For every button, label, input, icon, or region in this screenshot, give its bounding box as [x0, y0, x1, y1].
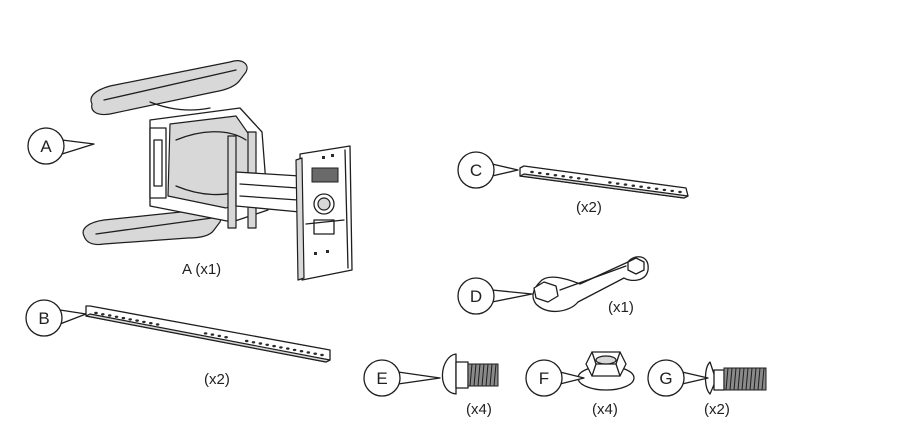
thread-line: [753, 367, 757, 391]
rail-hole: [576, 177, 581, 180]
rail-hole: [678, 190, 682, 194]
callout-e: E: [363, 359, 441, 397]
rail-hole: [569, 176, 573, 179]
rail-hole: [299, 350, 304, 353]
rail-hole: [639, 185, 643, 188]
rail-hole: [286, 347, 290, 350]
thread-line: [493, 363, 497, 387]
svg-text:E: E: [376, 369, 387, 388]
svg-text:B: B: [38, 309, 49, 328]
thread-line: [761, 367, 765, 391]
thread-line: [481, 363, 485, 387]
rail-hole: [306, 351, 311, 354]
rail-hole: [647, 186, 651, 189]
rail-hole: [538, 171, 542, 175]
caption-e: (x4): [466, 401, 492, 418]
rail-hole: [584, 178, 589, 181]
thread-line: [473, 363, 477, 387]
rail-hole: [244, 339, 249, 343]
rail-hole: [251, 341, 256, 344]
rail-hole: [279, 346, 283, 349]
part-e-carriage-bolt: [441, 353, 499, 395]
rail-hole: [320, 353, 324, 357]
rail-hole: [107, 314, 112, 317]
rail-hole: [561, 175, 565, 178]
rail-hole: [623, 183, 628, 186]
caption-g: (x2): [704, 401, 730, 418]
rail-hole: [149, 322, 153, 325]
caption-d: (x1): [608, 299, 634, 316]
part-b-long-rail: [85, 305, 331, 363]
thread-line: [733, 367, 737, 391]
callout-c: C: [457, 151, 519, 189]
thread-line: [749, 367, 753, 391]
svg-text:A: A: [40, 137, 52, 156]
part-d-wrench: [532, 256, 649, 312]
thread-line: [485, 363, 489, 387]
callout-d: D: [457, 277, 533, 315]
thread-line: [745, 367, 749, 391]
svg-text:F: F: [539, 369, 549, 388]
rail-hole: [224, 336, 228, 339]
rail-hole: [553, 174, 558, 177]
svg-text:C: C: [470, 161, 482, 180]
rail-hole: [210, 333, 215, 336]
thread-line: [489, 363, 493, 387]
rail-hole: [545, 172, 550, 176]
svg-text:D: D: [470, 287, 482, 306]
callout-b: B: [25, 299, 87, 337]
thread-line: [725, 367, 729, 391]
caption-a: A (x1): [182, 261, 221, 278]
caption-b: (x2): [204, 371, 230, 388]
callout-f: F: [525, 359, 585, 397]
rail-hole: [292, 348, 297, 352]
rail-hole: [654, 187, 659, 190]
rail-hole: [155, 323, 160, 326]
rail-hole: [265, 343, 270, 346]
callout-g: G: [647, 359, 709, 397]
rail-hole: [203, 332, 208, 335]
rail-hole: [662, 188, 667, 192]
thread-line: [729, 367, 733, 391]
thread-line: [477, 363, 481, 387]
thread-line: [757, 367, 761, 391]
callout-a: A: [27, 127, 95, 165]
rail-hole: [272, 344, 276, 348]
rail-hole: [94, 311, 98, 315]
svg-text:G: G: [659, 369, 672, 388]
rail-hole: [101, 313, 105, 316]
rail-hole: [670, 189, 674, 193]
rail-hole: [530, 170, 534, 174]
part-c-short-rail: [519, 165, 689, 199]
rail-hole: [615, 182, 620, 185]
rail-hole: [142, 320, 146, 324]
rail-hole: [258, 342, 263, 345]
rail-hole: [217, 334, 222, 338]
thread-line: [469, 363, 473, 387]
part-f-flange-nut: [577, 351, 635, 391]
part-a-arm-assembly: [82, 60, 353, 281]
rail-hole: [121, 316, 126, 320]
part-g-screw: [704, 361, 767, 395]
rail-hole: [631, 184, 636, 187]
thread-line: [741, 367, 745, 391]
rail-hole: [608, 181, 612, 184]
caption-c: (x2): [576, 199, 602, 216]
rail-hole: [135, 319, 139, 322]
rail-hole: [128, 318, 132, 321]
rail-hole: [313, 352, 318, 355]
rail-hole: [114, 315, 119, 318]
caption-f: (x4): [592, 401, 618, 418]
thread-line: [737, 367, 741, 391]
